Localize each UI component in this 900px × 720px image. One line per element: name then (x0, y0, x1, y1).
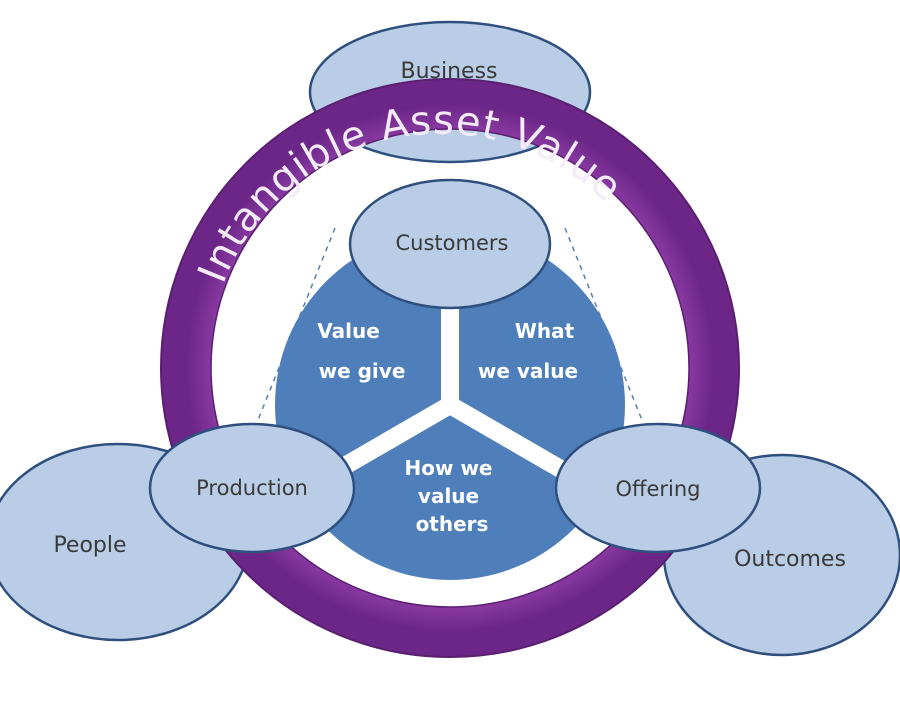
segment-bottom-label: How we value others (405, 456, 500, 536)
segment-right-line: we value (478, 359, 578, 383)
segment-bottom-line: value (418, 484, 479, 508)
inner-node-customers-label: Customers (396, 231, 509, 255)
outer-node-business-label: Business (400, 59, 497, 84)
segment-bottom-line: others (416, 512, 489, 536)
segment-left-line: we give (319, 359, 406, 383)
outer-node-outcomes-label: Outcomes (734, 547, 846, 572)
inner-node-offering-label: Offering (615, 477, 700, 501)
inner-node-offering[interactable] (554, 422, 762, 554)
segment-left-label: Value we give (317, 319, 405, 383)
segment-right-label: What we value (478, 319, 581, 383)
segment-left-line: Value (317, 319, 380, 343)
segment-right-line: What (515, 319, 575, 343)
value-ring-inner-edge (210, 128, 690, 608)
inner-node-customers[interactable] (348, 178, 552, 310)
inner-node-production[interactable] (148, 422, 356, 554)
outer-node-people-label: People (53, 533, 126, 558)
segment-bottom-line: How we (405, 456, 493, 480)
value-ring (161, 79, 739, 657)
inner-node-production-label: Production (196, 476, 308, 500)
value-ring-outer-edge (160, 78, 740, 658)
